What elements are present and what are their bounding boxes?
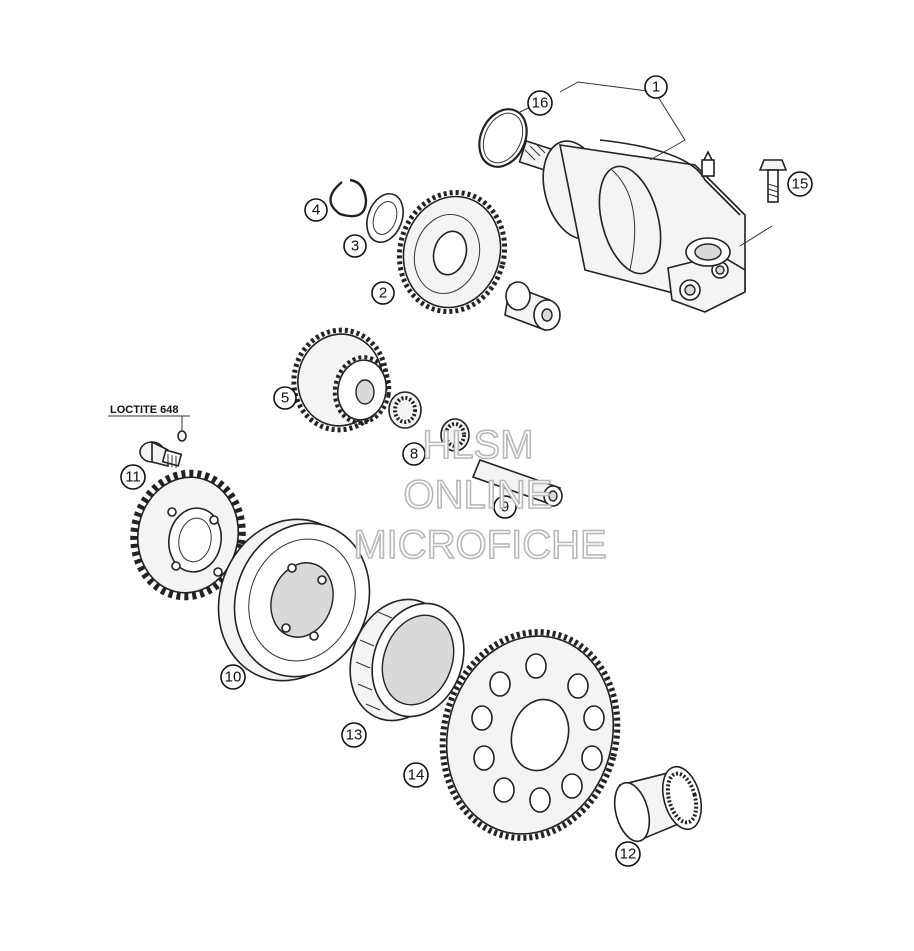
callout-12: 12	[615, 841, 641, 867]
callout-13: 13	[341, 722, 367, 748]
needle-bearing-b	[440, 418, 470, 452]
svg-text:3: 3	[351, 238, 359, 255]
svg-text:ONLINE: ONLINE	[404, 473, 553, 517]
callout-11: 11	[120, 464, 146, 490]
gear-pin	[471, 458, 563, 507]
o-ring	[478, 108, 528, 168]
svg-text:10: 10	[225, 669, 242, 686]
freewheel-gear	[130, 469, 246, 601]
starter-motor	[518, 139, 746, 313]
leader-1b	[559, 81, 656, 93]
needle-bearing-a	[388, 391, 422, 429]
svg-text:16: 16	[532, 95, 549, 112]
leader-1	[649, 91, 686, 161]
loctite-note: LOCTITE 648	[110, 404, 178, 416]
callout-1: 1	[644, 75, 668, 99]
needle-bearing-large	[613, 765, 703, 843]
svg-text:4: 4	[312, 202, 320, 219]
callout-4: 4	[304, 198, 328, 222]
washer	[366, 192, 404, 244]
callout-16: 16	[527, 90, 553, 116]
shaft-sleeve	[504, 281, 561, 332]
callout-5: 5	[273, 386, 297, 410]
svg-text:MICROFICHE: MICROFICHE	[353, 523, 606, 567]
svg-text:8: 8	[410, 446, 418, 463]
callout-3: 3	[343, 234, 367, 258]
sprag-clutch	[349, 598, 465, 722]
svg-text:5: 5	[281, 390, 289, 407]
svg-text:2: 2	[379, 285, 387, 302]
freewheel-housing	[217, 518, 371, 682]
leader-15-to-flange	[739, 225, 773, 247]
callout-2: 2	[371, 281, 395, 305]
callout-9: 9	[493, 495, 517, 519]
callout-10: 10	[220, 664, 246, 690]
mounting-bolt	[758, 159, 788, 203]
callout-14: 14	[403, 762, 429, 788]
callout-8: 8	[402, 442, 426, 466]
svg-text:1: 1	[652, 79, 660, 96]
svg-text:HLSM: HLSM	[422, 423, 533, 467]
svg-text:12: 12	[620, 846, 637, 863]
svg-text:13: 13	[346, 727, 363, 744]
svg-text:9: 9	[501, 499, 509, 516]
allen-screw	[139, 430, 187, 468]
intermediate-gear	[396, 190, 508, 314]
svg-text:14: 14	[408, 767, 425, 784]
callout-15: 15	[787, 171, 813, 197]
svg-text:11: 11	[125, 469, 141, 486]
double-gear	[291, 327, 392, 433]
svg-text:15: 15	[792, 176, 809, 193]
large-starter-gear	[439, 629, 621, 841]
watermark: HLSM ONLINE MICROFICHE	[353, 422, 608, 568]
circlip	[329, 178, 368, 218]
